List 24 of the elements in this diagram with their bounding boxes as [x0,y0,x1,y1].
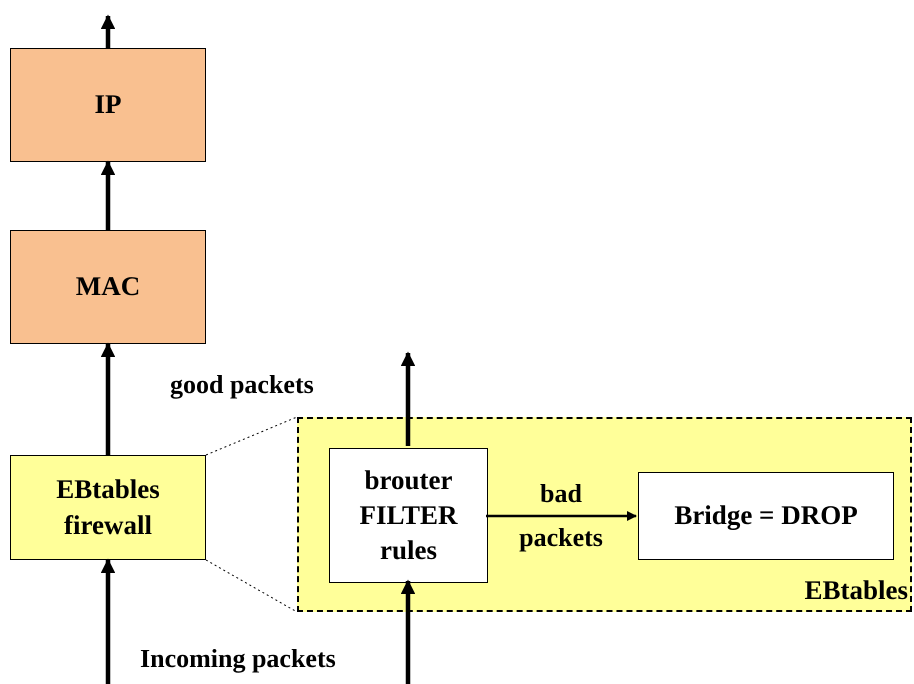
zoom-line [206,416,298,456]
node-label: Bridge = DROP [674,499,858,532]
group-box [297,417,912,612]
process-box [329,448,488,583]
node-label: EBtables firewall [55,473,161,542]
process-box [10,48,206,162]
process-box [638,472,894,560]
node-label: MAC [76,270,140,304]
node-label: brouter FILTER rules [358,464,459,568]
group-title: EBtables [804,574,908,607]
arrow [100,342,116,455]
zoom-line [206,560,298,612]
node-label: IP [94,88,122,122]
arrow [400,580,416,684]
note-label: Incoming packets [140,644,336,674]
note-label: good packets [170,370,314,400]
process-box [10,455,206,560]
arrow [486,511,637,521]
arrow [100,160,116,230]
arrow [400,352,416,446]
process-box [10,230,206,344]
edge-label: bad packets [518,478,604,554]
arrow [100,14,116,48]
arrow [100,558,116,684]
